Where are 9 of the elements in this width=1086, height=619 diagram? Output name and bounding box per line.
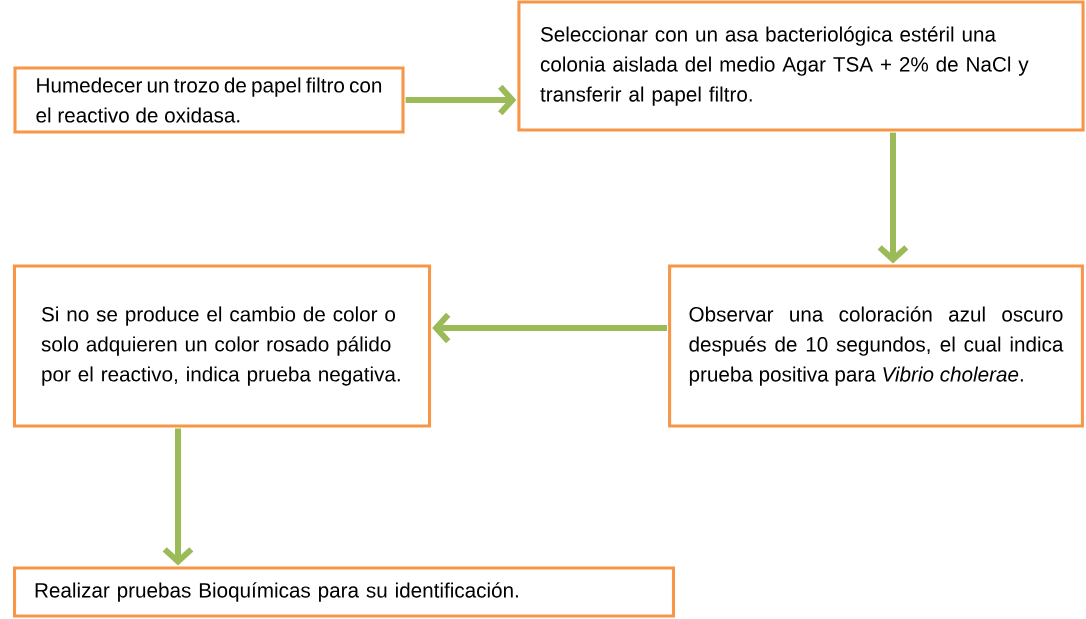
process-box: Humedecer un trozo de papel filtro con el reactivo de oxidasa. — [13, 66, 405, 134]
process-box: Si no se produce el cambio de color o solo adquieren un color rosado pálido por el reactivo, indica prueba negativa. — [12, 264, 432, 428]
arrow — [432, 312, 667, 344]
arrow — [877, 132, 909, 264]
process-box: Seleccionar con un asa bacteriológica estéril una colonia aislada del medio Agar TSA + 2% de NaCl y transferir al papel filtro. — [517, 0, 1085, 132]
arrow — [162, 428, 194, 566]
process-box: Realizar pruebas Bioquímicas para su identificación. — [13, 566, 675, 618]
process-box: Observar una coloración azul oscuro después de 10 segundos, el cual indica prueba positiva para Vibrio cholerae. — [668, 264, 1084, 428]
arrow — [405, 84, 517, 116]
